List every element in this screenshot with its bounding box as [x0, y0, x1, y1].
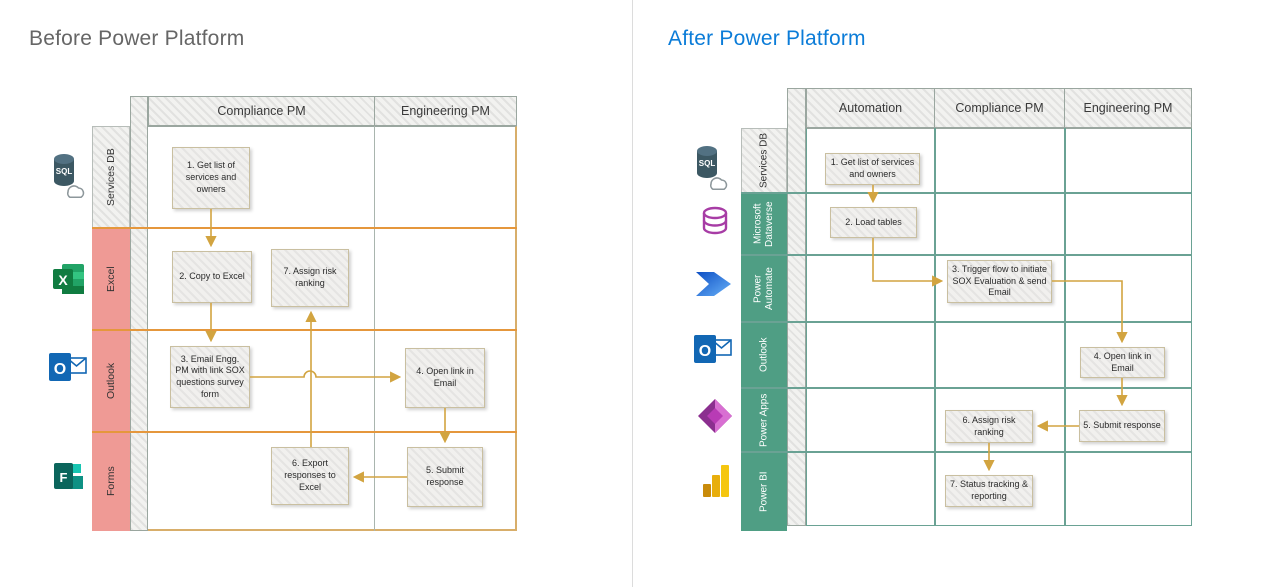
lane-label-forms: Forms	[92, 432, 130, 531]
svg-text:SQL: SQL	[56, 167, 73, 176]
after-panel: After Power Platform Automation Complian…	[633, 0, 1266, 587]
step-box-4: 4. Open link in Email	[405, 348, 485, 408]
step-box-6: 6. Assign risk ranking	[945, 410, 1033, 443]
lane-line	[92, 329, 517, 331]
step-box-1: 1. Get list of services and owners	[172, 147, 250, 209]
column-divider	[1064, 128, 1066, 526]
step-box-3: 3. Trigger flow to initiate SOX Evaluati…	[947, 260, 1052, 303]
svg-text:F: F	[60, 470, 68, 485]
lane-label-power-apps: Power Apps	[741, 388, 787, 452]
power-bi-icon	[703, 465, 729, 497]
lane-line	[741, 254, 1192, 256]
step-box-3: 3. Email Engg. PM with link SOX question…	[170, 346, 250, 408]
step-box-1: 1. Get list of services and owners	[825, 153, 920, 185]
lane-line	[741, 321, 1192, 323]
column-header-automation: Automation	[806, 88, 935, 128]
lane-label-services-db: Services DB	[92, 126, 130, 228]
lane-label-power-bi: Power BI	[741, 452, 787, 531]
before-title: Before Power Platform	[29, 27, 245, 50]
sql-database-icon: SQL	[54, 154, 85, 198]
step-box-2: 2. Load tables	[830, 207, 917, 238]
column-header-compliance-pm: Compliance PM	[934, 88, 1065, 128]
column-header-engineering-pm: Engineering PM	[1064, 88, 1192, 128]
panel-divider	[632, 0, 633, 587]
step-box-5: 5. Submit response	[407, 447, 483, 507]
lane-label-outlook: Outlook	[741, 322, 787, 388]
lane-label-outlook: Outlook	[92, 330, 130, 432]
power-apps-icon	[698, 399, 732, 433]
lane-line	[741, 451, 1192, 453]
step-box-5: 5. Submit response	[1079, 410, 1165, 442]
lane-line	[92, 431, 517, 433]
svg-text:X: X	[58, 272, 68, 288]
outlook-icon: O	[49, 353, 87, 381]
lane-label-microsoft-dataverse: Microsoft Dataverse	[741, 193, 787, 255]
lane-label-services-db: Services DB	[741, 128, 787, 193]
step-box-6: 6. Export responses to Excel	[271, 447, 349, 505]
lane-line	[741, 387, 1192, 389]
after-content-area	[806, 128, 1192, 526]
step-box-2: 2. Copy to Excel	[172, 251, 252, 303]
lane-line	[92, 227, 517, 229]
step-box-7: 7. Status tracking & reporting	[945, 475, 1033, 507]
lane-label-power-automate: Power Automate	[741, 255, 787, 322]
before-panel: Before Power Platform Compliance PM Engi…	[29, 27, 517, 531]
sql-database-icon: SQL	[697, 146, 728, 190]
svg-text:O: O	[699, 343, 711, 360]
excel-icon: X	[53, 264, 84, 294]
before-content-area	[148, 126, 517, 531]
svg-text:O: O	[54, 361, 66, 378]
step-box-7: 7. Assign risk ranking	[271, 249, 349, 307]
step-box-4: 4. Open link in Email	[1080, 347, 1165, 378]
dataverse-icon	[702, 206, 728, 235]
power-automate-icon	[696, 272, 731, 296]
swimlane-title-band	[130, 96, 148, 531]
lane-label-excel: Excel	[92, 228, 130, 330]
swimlane-title-band	[787, 88, 806, 526]
column-divider	[934, 128, 936, 526]
lane-line	[741, 192, 1192, 194]
outlook-icon: O	[694, 335, 732, 363]
forms-icon: F	[54, 463, 83, 489]
svg-text:SQL: SQL	[699, 159, 716, 168]
column-header-compliance-pm: Compliance PM	[148, 96, 375, 126]
column-header-engineering-pm: Engineering PM	[374, 96, 517, 126]
column-divider	[374, 126, 375, 531]
after-title: After Power Platform	[668, 27, 866, 50]
